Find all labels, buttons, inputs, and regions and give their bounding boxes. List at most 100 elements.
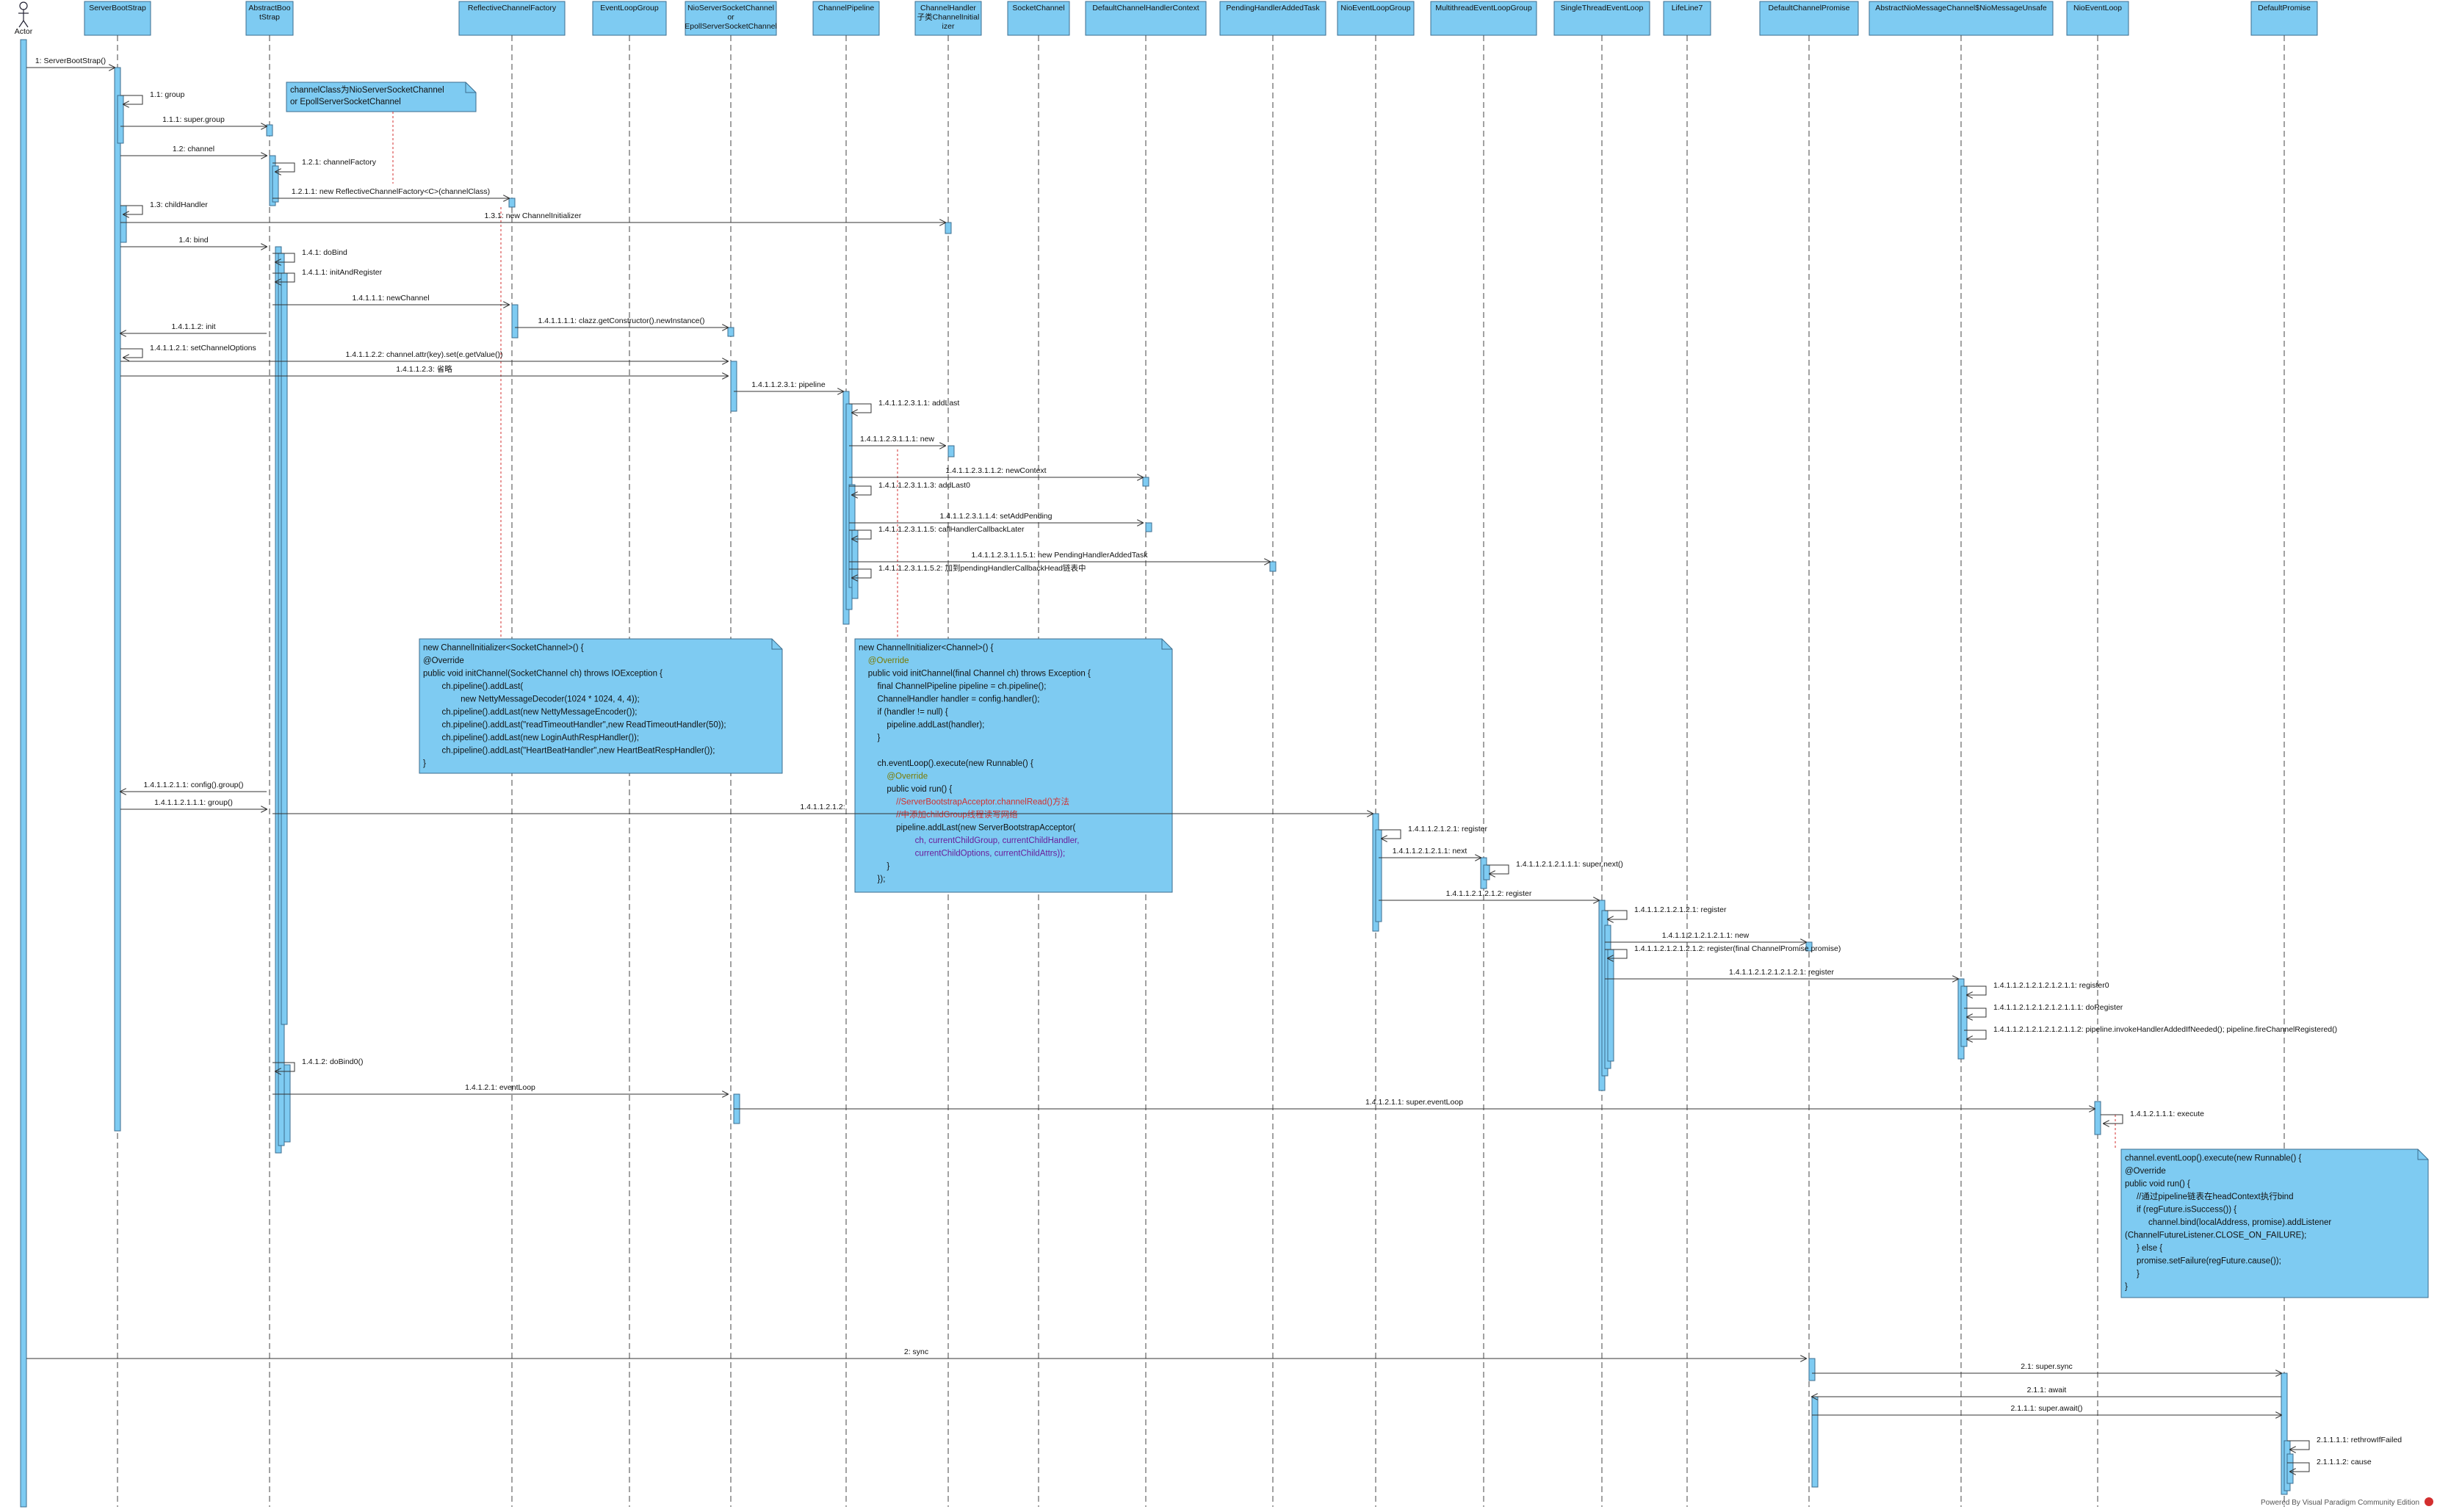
lifeline-head-elg[interactable]: [592, 1, 667, 36]
message-34[interactable]: 1.4.1.1.2.1.2.1.2.1.1: new: [1605, 931, 1806, 942]
message-label: 1.4.1.1.2.1: setChannelOptions: [150, 344, 256, 352]
message-label: 1.4.1.1.2.1.2.1.2.1.2.1.1: register0: [1993, 981, 2109, 990]
message-label: 1.4.1.1.2.3.1.1.1: new: [860, 435, 934, 444]
message-31[interactable]: 1.4.1.1.2.1.2.1.1.1: super.next(): [1487, 860, 1623, 874]
self-message-arrow: [849, 529, 872, 539]
message-label: 1.4.1.1.2.1.1: config().group(): [144, 781, 244, 789]
message-23[interactable]: 1.4.1.1.2.3.1.1.5: callHandlerCallbackLa…: [849, 525, 1025, 539]
message-33[interactable]: 1.4.1.1.2.1.2.1.2.1: register: [1605, 905, 1727, 919]
message-44[interactable]: 2: sync: [26, 1348, 1806, 1359]
message-28[interactable]: 1.4.1.1.2.1.2:: [272, 803, 1373, 814]
message-9[interactable]: 1.4.1: doBind: [272, 248, 347, 262]
message-22[interactable]: 1.4.1.1.2.3.1.1.4: setAddPending: [849, 512, 1143, 523]
message-7[interactable]: 1.3.1: new ChannelInitializer: [120, 211, 945, 223]
message-label: 1.4.1.1.2.3.1.1.3: addLast0: [878, 481, 970, 490]
note-line: promise.setFailure(regFuture.cause());: [2125, 1257, 2281, 1266]
message-21[interactable]: 1.4.1.1.2.3.1.1.3: addLast0: [849, 481, 970, 495]
message-46[interactable]: 2.1.1: await: [1812, 1386, 2281, 1397]
message-35[interactable]: 1.4.1.1.2.1.2.1.2.1.2: register(final Ch…: [1605, 944, 1841, 958]
note-line: channelClass为NioServerSocketChannel: [290, 85, 444, 95]
self-message-arrow: [272, 162, 295, 172]
message-3[interactable]: 1.2: channel: [120, 145, 267, 156]
lifeline-head-phat[interactable]: [1219, 1, 1326, 36]
message-41[interactable]: 1.4.1.2.1: eventLoop: [272, 1083, 728, 1094]
actor[interactable]: Actor: [15, 1, 33, 1508]
message-45[interactable]: 2.1: super.sync: [1812, 1362, 2281, 1373]
message-label: 1.1.1: super.group: [162, 115, 225, 124]
message-5[interactable]: 1.2.1.1: new ReflectiveChannelFactory<C>…: [272, 187, 509, 198]
message-11[interactable]: 1.4.1.1.1: newChannel: [272, 294, 509, 305]
activation-bar: [120, 205, 127, 243]
message-29[interactable]: 1.4.1.1.2.1.2.1: register: [1379, 825, 1487, 839]
lifeline-head-stel[interactable]: [1553, 1, 1650, 36]
message-42[interactable]: 1.4.1.2.1.1: super.eventLoop: [734, 1098, 2095, 1109]
message-2[interactable]: 1.1.1: super.group: [120, 115, 267, 126]
message-label: 1.4.1.1: initAndRegister: [302, 268, 383, 277]
message-15[interactable]: 1.4.1.1.2.2: channel.attr(key).set(e.get…: [120, 350, 728, 361]
message-24[interactable]: 1.4.1.1.2.3.1.1.5.1: new PendingHandlerA…: [849, 551, 1270, 562]
message-14[interactable]: 1.4.1.1.2.1: setChannelOptions: [120, 344, 256, 358]
message-label: 2.1.1.1.2: cause: [2317, 1458, 2372, 1466]
actor-activation: [20, 39, 27, 1508]
message-10[interactable]: 1.4.1.1: initAndRegister: [272, 268, 383, 282]
message-4[interactable]: 1.2.1: channelFactory: [272, 158, 377, 172]
lifeline-head-rcf[interactable]: [458, 1, 566, 36]
lifeline-head-nel[interactable]: [2066, 1, 2129, 36]
message-37[interactable]: 1.4.1.1.2.1.2.1.2.1.2.1.1: register0: [1964, 981, 2109, 995]
message-36[interactable]: 1.4.1.1.2.1.2.1.2.1.2.1: register: [1605, 968, 1958, 979]
message-16[interactable]: 1.4.1.1.2.3: 省略: [120, 364, 728, 376]
note-socketInit: new ChannelInitializer<SocketChannel>() …: [419, 638, 783, 774]
lifeline-head-sc[interactable]: [1007, 1, 1070, 36]
lifeline-head-nssc[interactable]: [685, 1, 777, 36]
message-label: 1.4: bind: [178, 236, 208, 245]
message-39[interactable]: 1.4.1.1.2.1.2.1.2.1.2.1.1.2: pipeline.in…: [1964, 1025, 2337, 1039]
message-6[interactable]: 1.3: childHandler: [120, 200, 208, 214]
note-line: public void initChannel(SocketChannel ch…: [423, 670, 662, 679]
message-47[interactable]: 2.1.1.1: super.await(): [1812, 1404, 2281, 1415]
message-12[interactable]: 1.4.1.1.1.1: clazz.getConstructor().newI…: [515, 316, 728, 328]
message-label: 1.4.1.1.2.1.2.1: register: [1408, 825, 1487, 833]
lifeline-head-ll7[interactable]: [1663, 1, 1711, 36]
message-18[interactable]: 1.4.1.1.2.3.1.1: addLast: [849, 399, 959, 413]
lifeline-label: LifeLine7: [1672, 4, 1703, 12]
message-26[interactable]: 1.4.1.1.2.1.1: config().group(): [120, 781, 267, 792]
lifeline-head-anmc[interactable]: [1869, 1, 2054, 36]
lifeline-label: izer: [942, 22, 955, 31]
message-27[interactable]: 1.4.1.1.2.1.1.1: group(): [120, 798, 267, 809]
lifeline-head-sbs[interactable]: [84, 1, 151, 36]
message-0[interactable]: 1: ServerBootStrap(): [26, 57, 115, 68]
lifeline-head-mtelg[interactable]: [1430, 1, 1537, 36]
lifeline-head-dp[interactable]: [2250, 1, 2318, 36]
message-40[interactable]: 1.4.1.2: doBind0(): [272, 1057, 363, 1071]
activation-bar: [508, 198, 516, 208]
message-48[interactable]: 2.1.1.1.1: rethrowIfFailed: [2287, 1436, 2402, 1450]
message-13[interactable]: 1.4.1.1.2: init: [120, 322, 267, 333]
lifeline-head-dchc[interactable]: [1085, 1, 1207, 36]
message-49[interactable]: 2.1.1.1.2: cause: [2287, 1458, 2372, 1472]
message-30[interactable]: 1.4.1.1.2.1.2.1.1: next: [1379, 847, 1481, 858]
message-38[interactable]: 1.4.1.1.2.1.2.1.2.1.2.1.1.1: doRegister: [1964, 1003, 2123, 1017]
lifeline-head-cp[interactable]: [812, 1, 880, 36]
activation-bar: [1142, 477, 1149, 487]
note-channelInit: new ChannelInitializer<Channel>() { @Ove…: [854, 638, 1173, 893]
message-20[interactable]: 1.4.1.1.2.3.1.1.2: newContext: [849, 466, 1143, 477]
lifeline-mtelg: MultithreadEventLoopGroup: [1430, 1, 1537, 1507]
lifeline-head-nelg[interactable]: [1337, 1, 1415, 36]
note-line: ch, currentChildGroup, currentChildHandl…: [859, 836, 1079, 845]
message-1[interactable]: 1.1: group: [120, 90, 184, 104]
self-message-arrow: [1964, 1030, 1987, 1039]
activation-bar: [281, 272, 288, 1025]
lifeline-head-ch[interactable]: [914, 1, 982, 36]
message-43[interactable]: 1.4.1.2.1.1.1: execute: [2101, 1110, 2204, 1124]
lifeline-label: DefaultPromise: [2258, 4, 2311, 12]
message-25[interactable]: 1.4.1.1.2.3.1.1.5.2: 加到pendingHandlerCal…: [849, 563, 1086, 578]
message-32[interactable]: 1.4.1.1.2.1.2.1.2: register: [1379, 889, 1599, 900]
lifeline-head-abs[interactable]: [245, 1, 294, 36]
message-19[interactable]: 1.4.1.1.2.3.1.1.1: new: [849, 435, 945, 446]
message-17[interactable]: 1.4.1.1.2.3.1: pipeline: [734, 380, 843, 391]
note-line: final ChannelPipeline pipeline = ch.pipe…: [859, 682, 1046, 691]
message-8[interactable]: 1.4: bind: [120, 236, 267, 247]
